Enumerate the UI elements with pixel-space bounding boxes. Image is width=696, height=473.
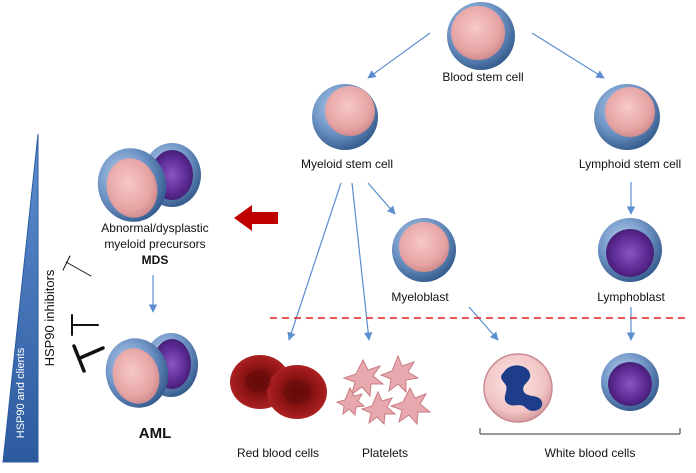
red-blood-cells-label: Red blood cells bbox=[236, 446, 320, 460]
inhibitors-label: HSP90 inhibitors bbox=[42, 269, 57, 367]
platelets-label: Platelets bbox=[361, 446, 409, 460]
blood-stem-cell-icon bbox=[447, 2, 515, 70]
lymphoid-stem-cell-label: Lymphoid stem cell bbox=[578, 157, 682, 171]
differentiation-arrows bbox=[148, 32, 636, 341]
aml-label: AML bbox=[138, 425, 172, 442]
neutrophil-icon bbox=[483, 353, 553, 423]
aml-cells-icon bbox=[105, 333, 198, 408]
lymphoblast-label: Lymphoblast bbox=[597, 290, 665, 304]
abnormal-label-line2: myeloid precursors bbox=[104, 237, 206, 251]
lymphoid-stem-cell-icon bbox=[594, 84, 660, 150]
abnormal-label-line1: Abnormal/dysplastic bbox=[101, 221, 209, 235]
myeloid-stem-cell-icon bbox=[312, 84, 378, 150]
myeloblast-label: Myeloblast bbox=[391, 290, 449, 304]
inhibitor-thin bbox=[65, 261, 92, 277]
white-blood-cells-bracket bbox=[479, 428, 681, 435]
myeloblast-icon bbox=[392, 218, 456, 282]
lymphoblast-icon bbox=[598, 218, 662, 282]
white-blood-cells-label: White blood cells bbox=[544, 446, 636, 460]
hsp90-triangle bbox=[2, 133, 39, 463]
red-blood-cells-icon bbox=[230, 355, 327, 419]
triangle-label: HSP90 and clients bbox=[15, 347, 27, 439]
blood-stem-cell-label: Blood stem cell bbox=[442, 70, 524, 84]
dysplastic-precursors-icon bbox=[97, 143, 201, 222]
red-arrow-icon bbox=[234, 205, 278, 231]
myeloid-stem-cell-label: Myeloid stem cell bbox=[300, 157, 394, 171]
platelets-icon bbox=[335, 354, 432, 426]
lymphocyte-icon bbox=[601, 353, 659, 411]
inhibition-symbols bbox=[62, 255, 105, 373]
inhibitor-thick bbox=[78, 346, 105, 360]
mds-label: MDS bbox=[141, 253, 169, 267]
